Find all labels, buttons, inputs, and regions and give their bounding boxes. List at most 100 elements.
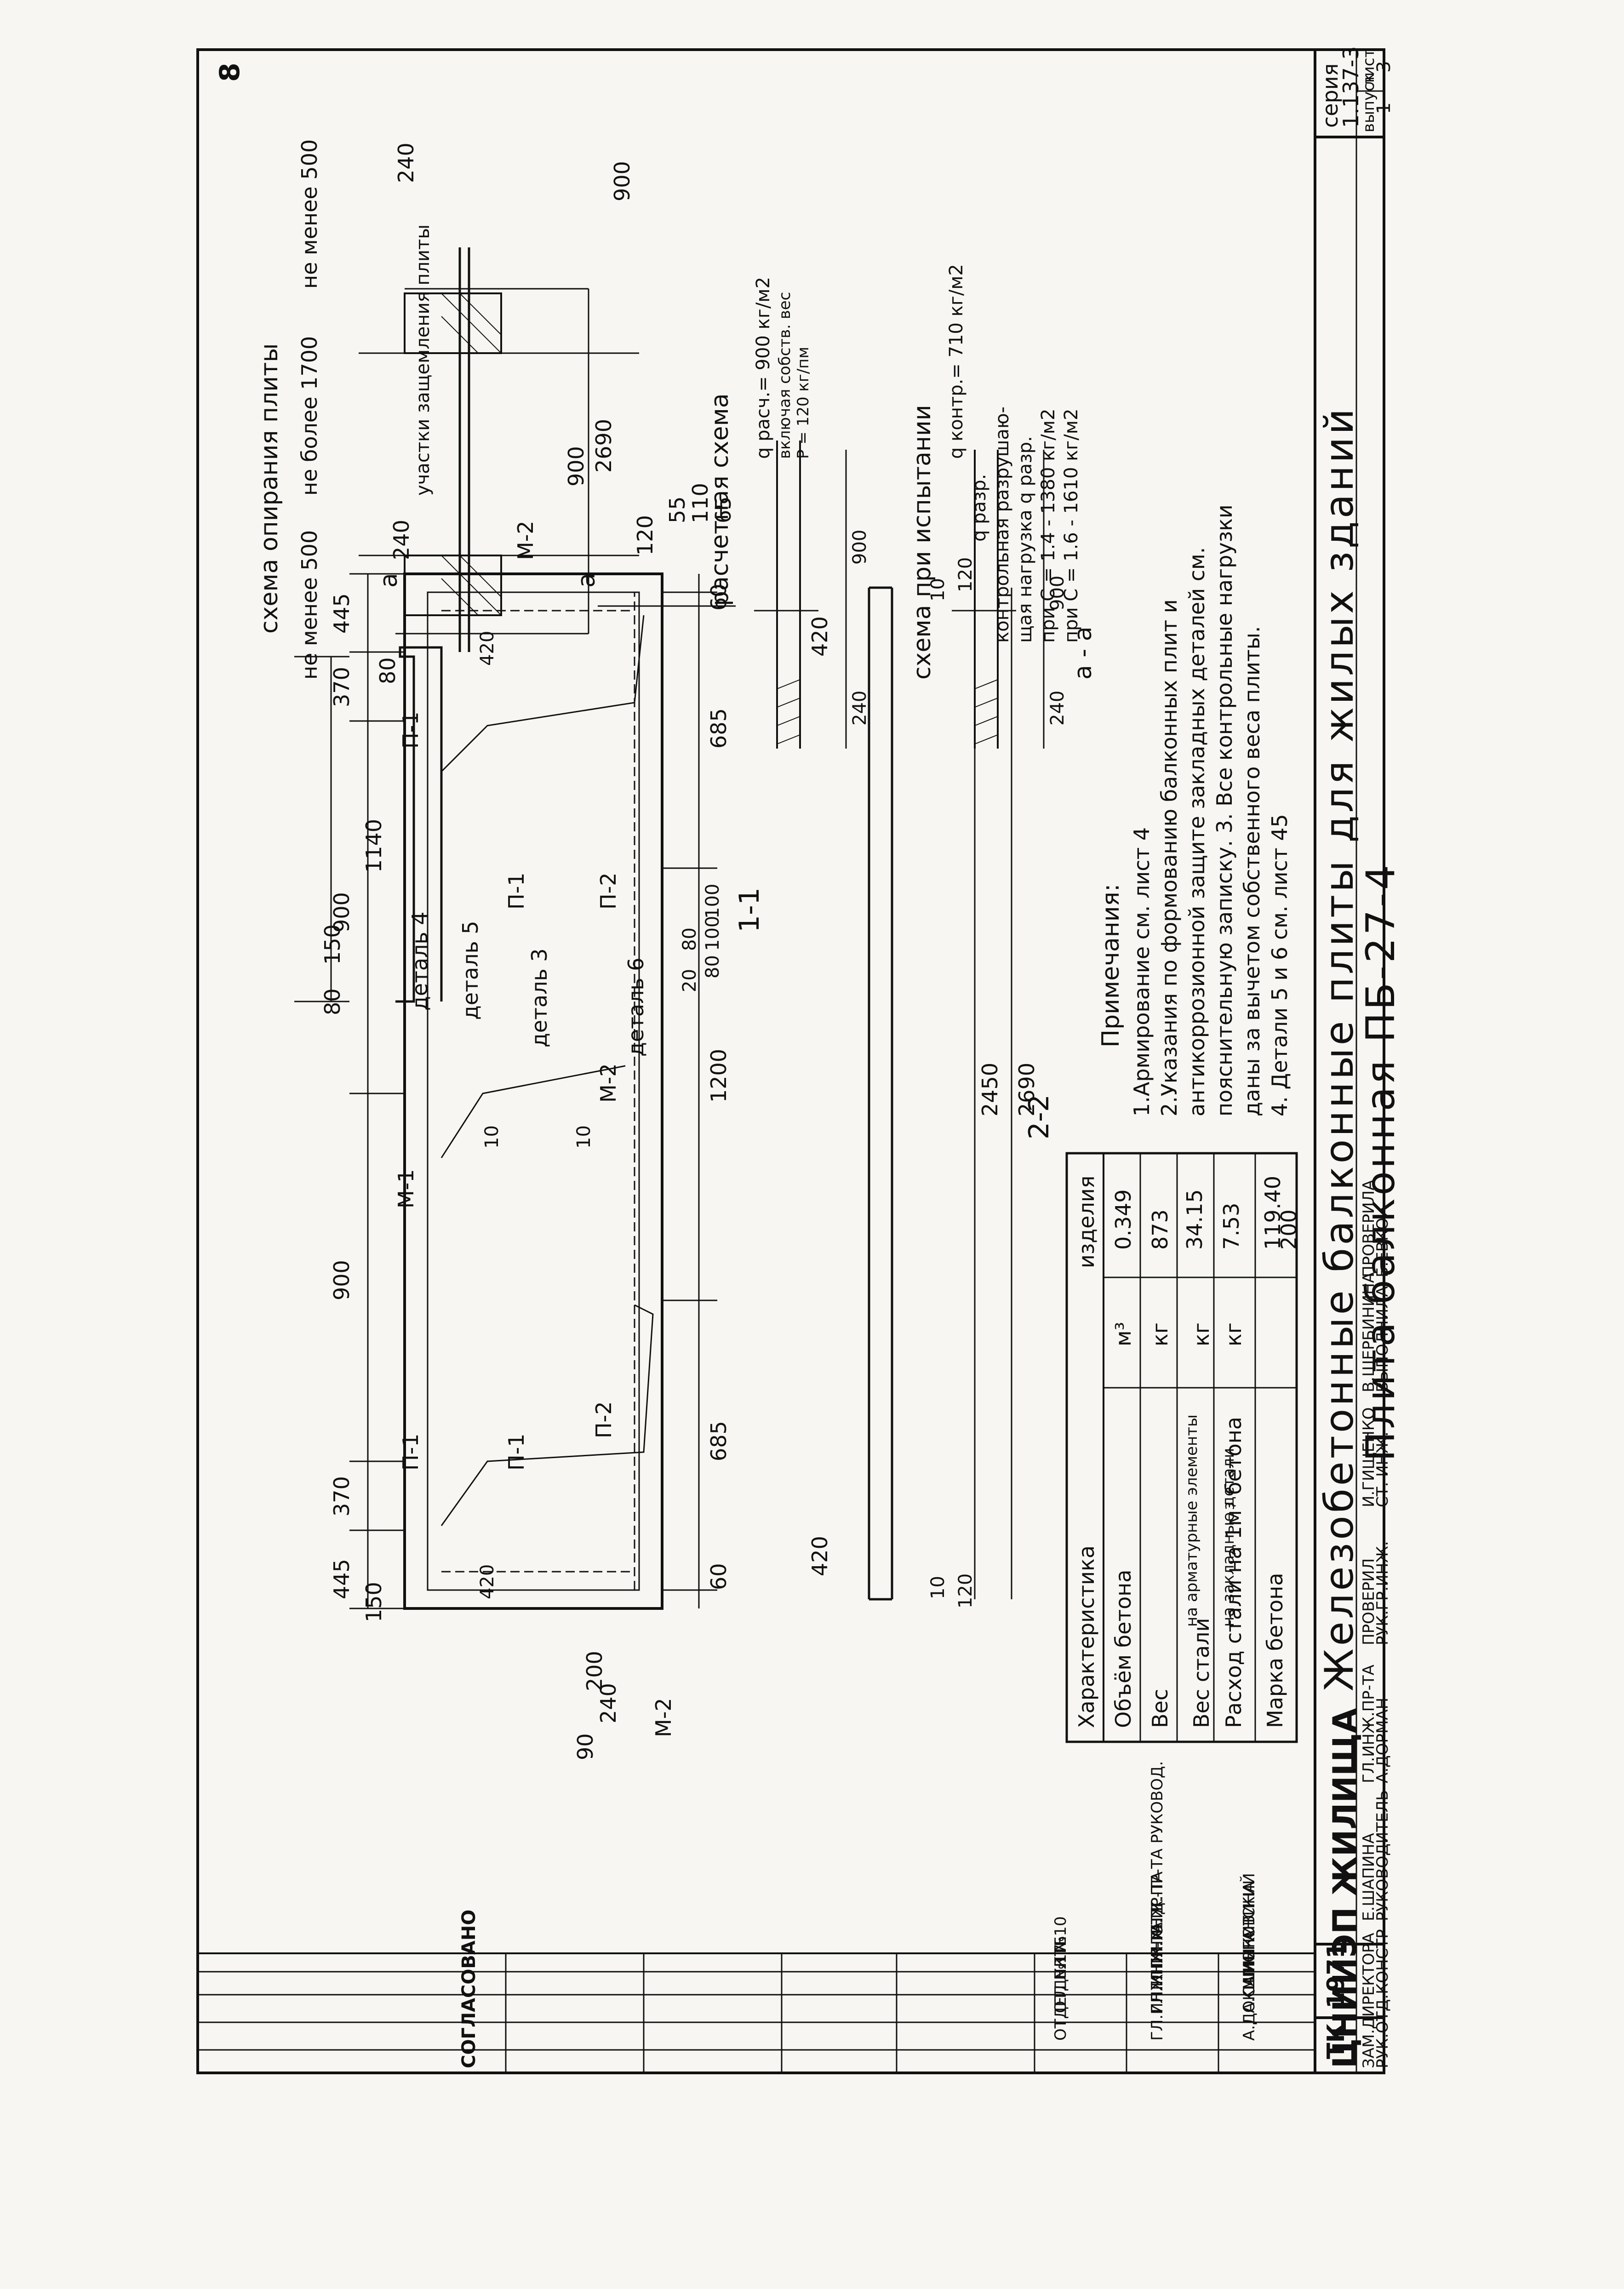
approval-row-4-role: ГЛ.ИНЖ.ПР-ТА РУКОВОД.	[1148, 1761, 1167, 1967]
staff-2-name: А.ДОРМАН	[1373, 1697, 1392, 1783]
sec11-dim-150: 150	[320, 924, 345, 965]
dim-top-3: 900	[329, 1260, 354, 1300]
support-a-mark-2: а	[573, 573, 600, 588]
dim-top-6: 445	[329, 593, 354, 634]
dim-top-5: 370	[329, 667, 354, 707]
sec22-dim-420-a: 420	[807, 1536, 832, 1576]
section-1-1-label: 1-1	[733, 887, 766, 933]
spec-row-2-value: 873	[1148, 1209, 1172, 1250]
note-1: 1.Армирование см. лист 4	[1129, 827, 1154, 1116]
test-note-1: контрольная разрушаю-	[992, 406, 1013, 643]
support-title: схема опирания плиты	[256, 343, 283, 634]
mark-p1-b: П-1	[504, 1433, 529, 1471]
design-load-note: включая собств. вес	[776, 292, 794, 459]
test-title: схема при испытании	[909, 405, 936, 680]
dim-top-1: 445	[329, 1559, 354, 1599]
sec11-dim-100-b: 100	[702, 883, 723, 919]
design-dim-900: 900	[849, 529, 870, 565]
design-p: P = 120 кг/пм	[794, 346, 812, 459]
spec-row-1-unit: м³	[1111, 1322, 1136, 1346]
side-dim-240-bottom: 240	[596, 1683, 621, 1723]
test-q-break: q разр.	[969, 474, 990, 542]
spec-row-5-unit: кг	[1221, 1322, 1246, 1346]
staff-1-role: РУК.ОТД.КОНСТР	[1373, 1929, 1392, 2068]
spec-row-3-value: 34.15	[1182, 1189, 1207, 1250]
mark-m2-a: М-2	[596, 1063, 621, 1103]
mark-m2-c: М-2	[513, 521, 538, 560]
dim-bottom-4: 685	[706, 708, 731, 749]
spec-header-product: изделия	[1074, 1175, 1099, 1268]
test-note-2: щая нагрузка q разр.	[1015, 436, 1036, 643]
sec11-dim-100-a: 100	[702, 916, 723, 951]
spec-row-1-label: Объём бетона	[1111, 1569, 1136, 1728]
mark-m1: М-1	[394, 1169, 418, 1208]
sec22-dim-120-b: 120	[955, 557, 976, 592]
sec11-dim-80-c: 80	[679, 927, 700, 951]
support-note-mid: не более 1700	[297, 336, 322, 496]
notes-title: Примечания:	[1097, 883, 1125, 1047]
spec-row-2-label: Вес	[1148, 1688, 1172, 1728]
mark-m2-b: М-2	[651, 1698, 676, 1737]
mark-p2-a: П-2	[591, 1401, 616, 1438]
detail-6-label: деталь 6	[623, 957, 648, 1057]
sec22-dim-2690: 2690	[1014, 1062, 1039, 1116]
side-dim-900: 900	[564, 446, 589, 486]
test-dim-240: 240	[1047, 690, 1068, 726]
spec-row-4-value: 7.53	[1219, 1202, 1244, 1250]
spec-row-6-value: 200	[1276, 1209, 1301, 1250]
spec-row-2-unit: кг	[1148, 1322, 1172, 1346]
aa-label: а - а	[1069, 626, 1097, 680]
sec11-dim-1140: 1140	[361, 818, 386, 873]
sec11-dim-80-b: 80	[375, 657, 400, 684]
test-load: q контр.= 710 кг/м2	[946, 264, 967, 459]
support-dim-240: 240	[394, 143, 418, 183]
sec22-dim-120-a: 120	[955, 1573, 976, 1608]
mark-p1-c: П-1	[398, 711, 423, 749]
title-line-1: Железобетонные балконные плиты для жилых…	[1316, 406, 1362, 1691]
spec-row-3-label: Вес стали	[1189, 1618, 1214, 1728]
mark-p1-a: П-1	[398, 1433, 423, 1471]
approval-row-4-name: Н.ГАНСКИЙ	[1240, 1873, 1258, 1967]
design-title: расчетная схема	[706, 393, 734, 606]
support-label: участки защемления плиты	[412, 224, 434, 496]
sec11-dim-80-d: 80	[702, 955, 723, 979]
sheet-value: 3	[1373, 61, 1395, 73]
sheet-number: 8	[214, 63, 246, 82]
title-line-2: Плита балконная ПБ-27-4	[1358, 862, 1404, 1461]
sec22-dim-10-a: 10	[927, 1576, 949, 1599]
test-dim-900: 900	[1047, 575, 1068, 611]
spec-row-1-value: 0.349	[1111, 1189, 1136, 1250]
issue-value: 1	[1373, 102, 1395, 114]
support-dim-900: 900	[610, 161, 635, 201]
institute-name: ЦНИИЭП ЖИЛИЩА	[1326, 1708, 1364, 2068]
series-value: 1.137-3	[1338, 46, 1363, 128]
note-3: антикоррозионной защите закладных детале…	[1184, 547, 1209, 1116]
spec-row-3-unit: кг	[1189, 1322, 1214, 1346]
mark-10-b: 10	[573, 1125, 595, 1149]
spec-row-5-label: Расход стали на 1м³ бетона	[1221, 1417, 1246, 1728]
side-dim-240-top: 240	[389, 520, 414, 560]
side-dim-90: 90	[573, 1733, 598, 1760]
mark-420-a: 420	[477, 1564, 498, 1599]
sec22-dim-420-b: 420	[807, 616, 832, 657]
staff-2-title: РУКОВОДИТЕЛЬ	[1373, 1790, 1392, 1921]
support-a-mark-1: а	[375, 573, 403, 588]
support-dim-2690: 2690	[591, 418, 616, 473]
sec11-dim-80-a: 80	[320, 988, 345, 1015]
design-dim-240: 240	[849, 690, 870, 726]
spec-row-6-label: Марка бетона	[1263, 1573, 1287, 1728]
spec-row-3-sub: на арматурные элементы	[1183, 1414, 1201, 1627]
mark-detail-4: деталь 4	[407, 911, 432, 1011]
dim-bottom-2: 685	[706, 1421, 731, 1461]
approvals-header: СОГЛАСОВАНО	[458, 1909, 480, 2068]
sec22-dim-2450: 2450	[978, 1062, 1002, 1116]
staff-3-role: РУК.ГР.ИНЖ.	[1373, 1541, 1392, 1645]
spec-header-characteristic: Характеристика	[1074, 1545, 1099, 1728]
side-dim-120: 120	[633, 515, 658, 555]
detail-5-label: деталь 5	[458, 921, 483, 1020]
side-dim-150: 150	[361, 1582, 386, 1622]
dim-top-2: 370	[329, 1476, 354, 1516]
mark-detail-3: деталь 3	[527, 948, 552, 1048]
